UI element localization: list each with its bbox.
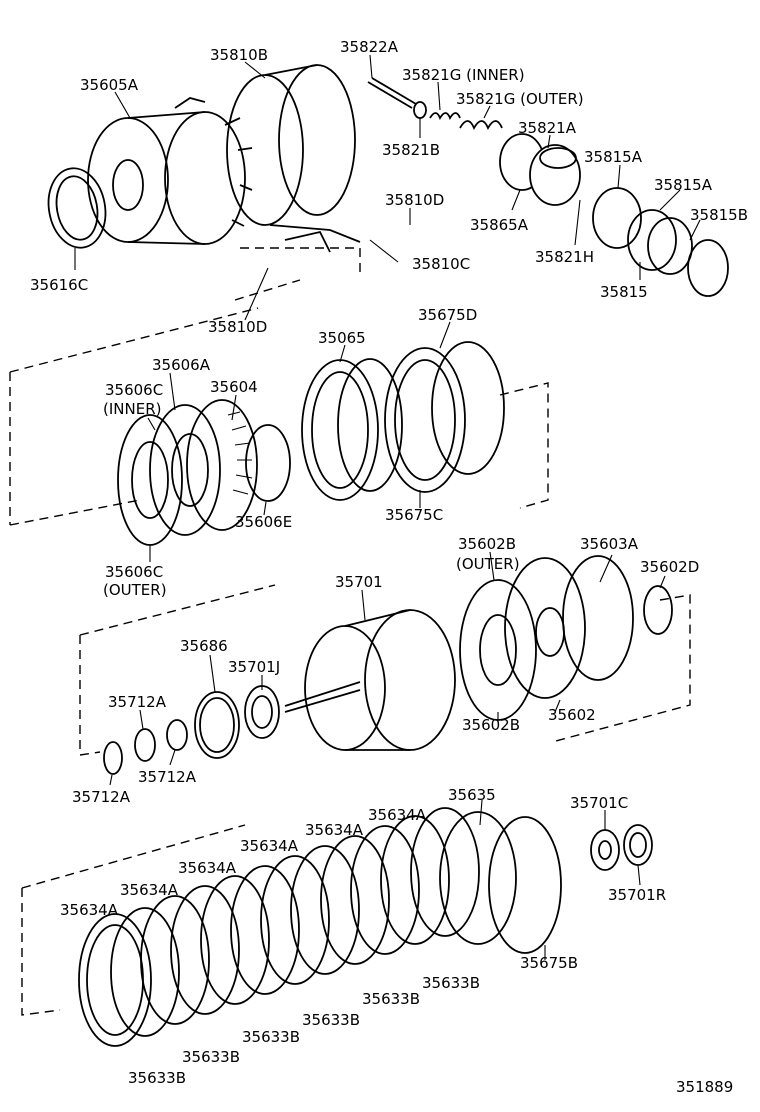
label-35606C-outer-2: (OUTER) [103, 581, 167, 599]
label-35815B: 35815B [690, 206, 748, 224]
part-35701C [590, 829, 620, 871]
label-35605A: 35605A [80, 76, 139, 94]
part-35822A [367, 77, 417, 109]
part-35675C [384, 347, 466, 493]
label-35675B: 35675B [520, 954, 578, 972]
label-35865A: 35865A [470, 216, 529, 234]
part-35821G [429, 112, 503, 131]
label-35606C-inner-2: (INNER) [103, 400, 161, 418]
label-35701R: 35701R [608, 886, 666, 904]
label-35633B-5: 35633B [182, 1048, 240, 1066]
label-35635: 35635 [448, 786, 496, 804]
label-35602B: 35602B [462, 716, 520, 734]
group2-boundary-left [9, 307, 259, 526]
part-35712A [103, 719, 188, 775]
part-35821B [413, 101, 427, 119]
label-35810D-1: 35810D [385, 191, 444, 209]
label-35712A-1: 35712A [108, 693, 167, 711]
label-35633B-1: 35633B [422, 974, 480, 992]
part-35686 [194, 691, 240, 759]
label-35821G-outer: 35821G (OUTER) [456, 90, 584, 108]
label-35633B-4: 35633B [242, 1028, 300, 1046]
label-35602: 35602 [548, 706, 596, 724]
label-35815A-1: 35815A [584, 148, 643, 166]
part-35821A [499, 133, 581, 206]
group4-boundary [21, 824, 246, 1016]
label-35606E: 35606E [235, 513, 292, 531]
part-35815 [592, 187, 729, 297]
label-35602B-outer-1: 35602B [458, 535, 516, 553]
part-35675D [431, 341, 505, 475]
group2-boundary-right [499, 382, 549, 509]
group3-boundary-right [551, 594, 691, 743]
label-35633B-2: 35633B [362, 990, 420, 1008]
label-35675C: 35675C [385, 506, 443, 524]
label-35602B-outer-2: (OUTER) [456, 555, 520, 573]
part-35606E [245, 424, 291, 502]
label-35675D: 35675D [418, 306, 477, 324]
label-35634A-1: 35634A [368, 806, 427, 824]
label-35821G-inner: 35821G (INNER) [402, 66, 525, 84]
label-35603A: 35603A [580, 535, 639, 553]
part-35065 [301, 358, 403, 501]
label-35701J: 35701J [228, 658, 280, 676]
label-35821B: 35821B [382, 141, 440, 159]
label-35606C-outer-1: 35606C [105, 563, 163, 581]
label-35815A-2: 35815A [654, 176, 713, 194]
part-35701R [623, 824, 653, 866]
label-35634A-5: 35634A [120, 881, 179, 899]
part-35810B [226, 64, 361, 253]
label-35686: 35686 [180, 637, 228, 655]
label-35606A: 35606A [152, 356, 211, 374]
part-35602 [504, 555, 634, 699]
part-35616C [47, 167, 107, 249]
part-35602D [643, 585, 673, 635]
label-35712A-2: 35712A [138, 768, 197, 786]
part-35606A [149, 399, 258, 536]
part-labels: 35605A 35810B 35822A 35821G (INNER) 3582… [30, 38, 748, 1096]
leader-lines [74, 54, 701, 960]
label-35634A-6: 35634A [60, 901, 119, 919]
clutch-plates [78, 807, 517, 1047]
part-35602B [459, 579, 537, 721]
label-35633B-6: 35633B [128, 1069, 186, 1087]
label-35602D: 35602D [640, 558, 699, 576]
label-35810C: 35810C [412, 255, 470, 273]
group3-boundary-left [79, 584, 276, 756]
label-35616C: 35616C [30, 276, 88, 294]
label-35815: 35815 [600, 283, 648, 301]
label-35810B: 35810B [210, 46, 268, 64]
label-35701: 35701 [335, 573, 383, 591]
label-35633B-3: 35633B [302, 1011, 360, 1029]
label-35821H: 35821H [535, 248, 594, 266]
label-35701C: 35701C [570, 794, 628, 812]
label-35634A-3: 35634A [240, 837, 299, 855]
part-35701 [284, 609, 456, 751]
label-35821A: 35821A [518, 119, 577, 137]
label-35606C-inner-1: 35606C [105, 381, 163, 399]
part-35701J [244, 685, 280, 739]
label-35065: 35065 [318, 329, 366, 347]
label-35712A-3: 35712A [72, 788, 131, 806]
group1-boundary [234, 247, 361, 301]
label-35810D-2: 35810D [208, 318, 267, 336]
label-35822A: 35822A [340, 38, 399, 56]
diagram-id: 351889 [676, 1078, 733, 1096]
part-35675B [488, 816, 562, 954]
label-35634A-2: 35634A [305, 821, 364, 839]
part-35605A [87, 97, 253, 245]
label-35634A-4: 35634A [178, 859, 237, 877]
label-35604: 35604 [210, 378, 258, 396]
